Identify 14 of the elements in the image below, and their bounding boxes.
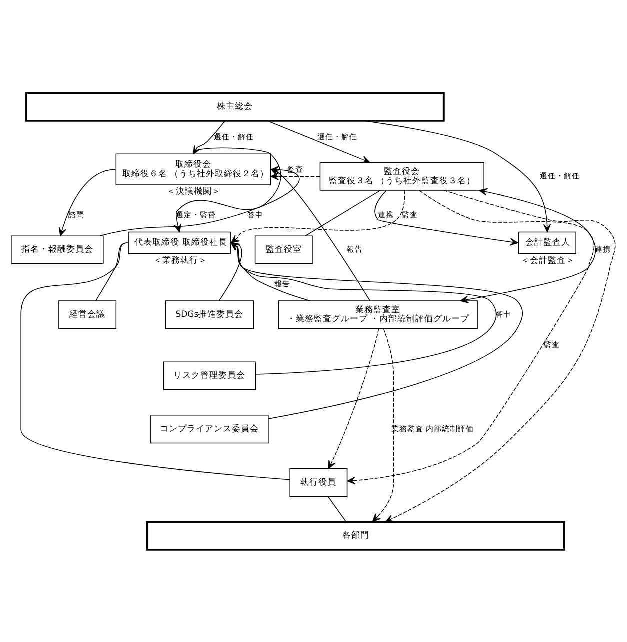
- edge-label: 選任・解任: [214, 132, 254, 141]
- edge-label: 監査: [544, 340, 560, 349]
- edge-label: 選任・解任: [540, 171, 580, 180]
- node-label: ＜業務執行＞: [153, 255, 208, 266]
- edge-label: 選任・解任: [318, 132, 358, 141]
- edge-label: 連携: [378, 210, 394, 220]
- edge-label: 監査: [402, 210, 418, 220]
- edge-label: 報告: [274, 278, 290, 288]
- edge-label: 答申: [247, 210, 264, 220]
- edge-label: 監査: [287, 164, 304, 174]
- edge-label: 報告: [347, 244, 364, 254]
- node-label: ＜決議機関＞: [167, 186, 222, 197]
- node-label: ＜会計監査＞: [521, 255, 576, 266]
- edge-label: 諮問: [68, 210, 85, 220]
